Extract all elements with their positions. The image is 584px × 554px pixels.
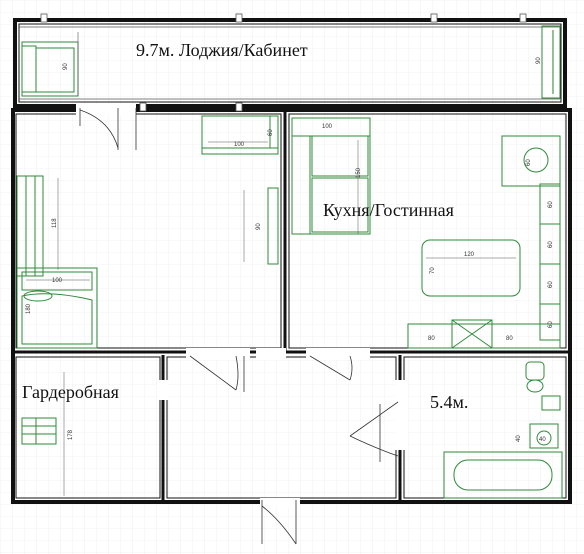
dim-table-length: 120 [464, 252, 475, 258]
dimension-lines [26, 140, 516, 496]
bathtub [443, 451, 563, 499]
dim-table-width: 70 [430, 267, 436, 274]
dim-bed-length: 180 [26, 303, 32, 314]
room-label-wardrobe: Гардеробная [22, 382, 119, 402]
dim-loggia-right: 90 [536, 57, 542, 64]
dressing-wardrobe [21, 417, 57, 445]
dim-wardrobe-length: 178 [68, 429, 74, 440]
dimension-labels: 90 90 100 60 118 90 100 180 100 150 120 … [26, 57, 554, 443]
room-label-kitchen-living: Кухня/Гостинная [323, 200, 454, 220]
dim-bedroom-wardrobe: 118 [52, 218, 58, 228]
sink [541, 395, 561, 411]
dim-sofa-width: 100 [322, 124, 333, 130]
bedroom-tv [267, 187, 279, 265]
washing-machine [529, 423, 559, 449]
dim-kitchen-unit-3: 60 [548, 281, 554, 288]
dim-sofa-length: 150 [356, 167, 362, 178]
doors [79, 108, 399, 545]
furniture [16, 25, 563, 499]
kitchen-cabinets [539, 183, 561, 341]
loggia-wall [13, 18, 567, 108]
fridge [501, 135, 561, 187]
loggia-cabinet [541, 25, 561, 99]
door-bedroom [189, 355, 237, 391]
dim-kitchen-bottom-right: 80 [506, 336, 513, 342]
dim-kitchen-unit-2: 60 [548, 241, 554, 248]
dining-table [421, 239, 521, 297]
dim-bed-width: 100 [52, 278, 63, 284]
dim-desk-length: 100 [234, 142, 245, 148]
dim-fridge: 60 [526, 159, 532, 166]
dim-bedroom-tv: 90 [256, 223, 262, 230]
dim-loggia-bed: 90 [63, 63, 69, 70]
bedroom-desk [201, 115, 279, 155]
dim-kitchen-unit-4: 60 [548, 321, 554, 328]
room-label-loggia: 9.7м. Лоджия/Кабинет [136, 40, 308, 60]
dim-kitchen-unit-1: 60 [548, 201, 554, 208]
dim-desk-depth: 60 [268, 129, 274, 136]
bedroom-bed [16, 267, 98, 349]
dim-kitchen-bottom-left: 80 [428, 336, 435, 342]
door-bathroom [349, 401, 399, 437]
dim-washer-depth: 40 [516, 435, 522, 442]
loggia-windows [19, 13, 561, 112]
room-label-bathroom: 5.4м. [430, 392, 469, 412]
bedroom-wardrobe [16, 175, 44, 277]
door-kitchen [309, 355, 351, 381]
dim-washer-width: 40 [539, 437, 546, 443]
door-gaps [76, 104, 407, 508]
